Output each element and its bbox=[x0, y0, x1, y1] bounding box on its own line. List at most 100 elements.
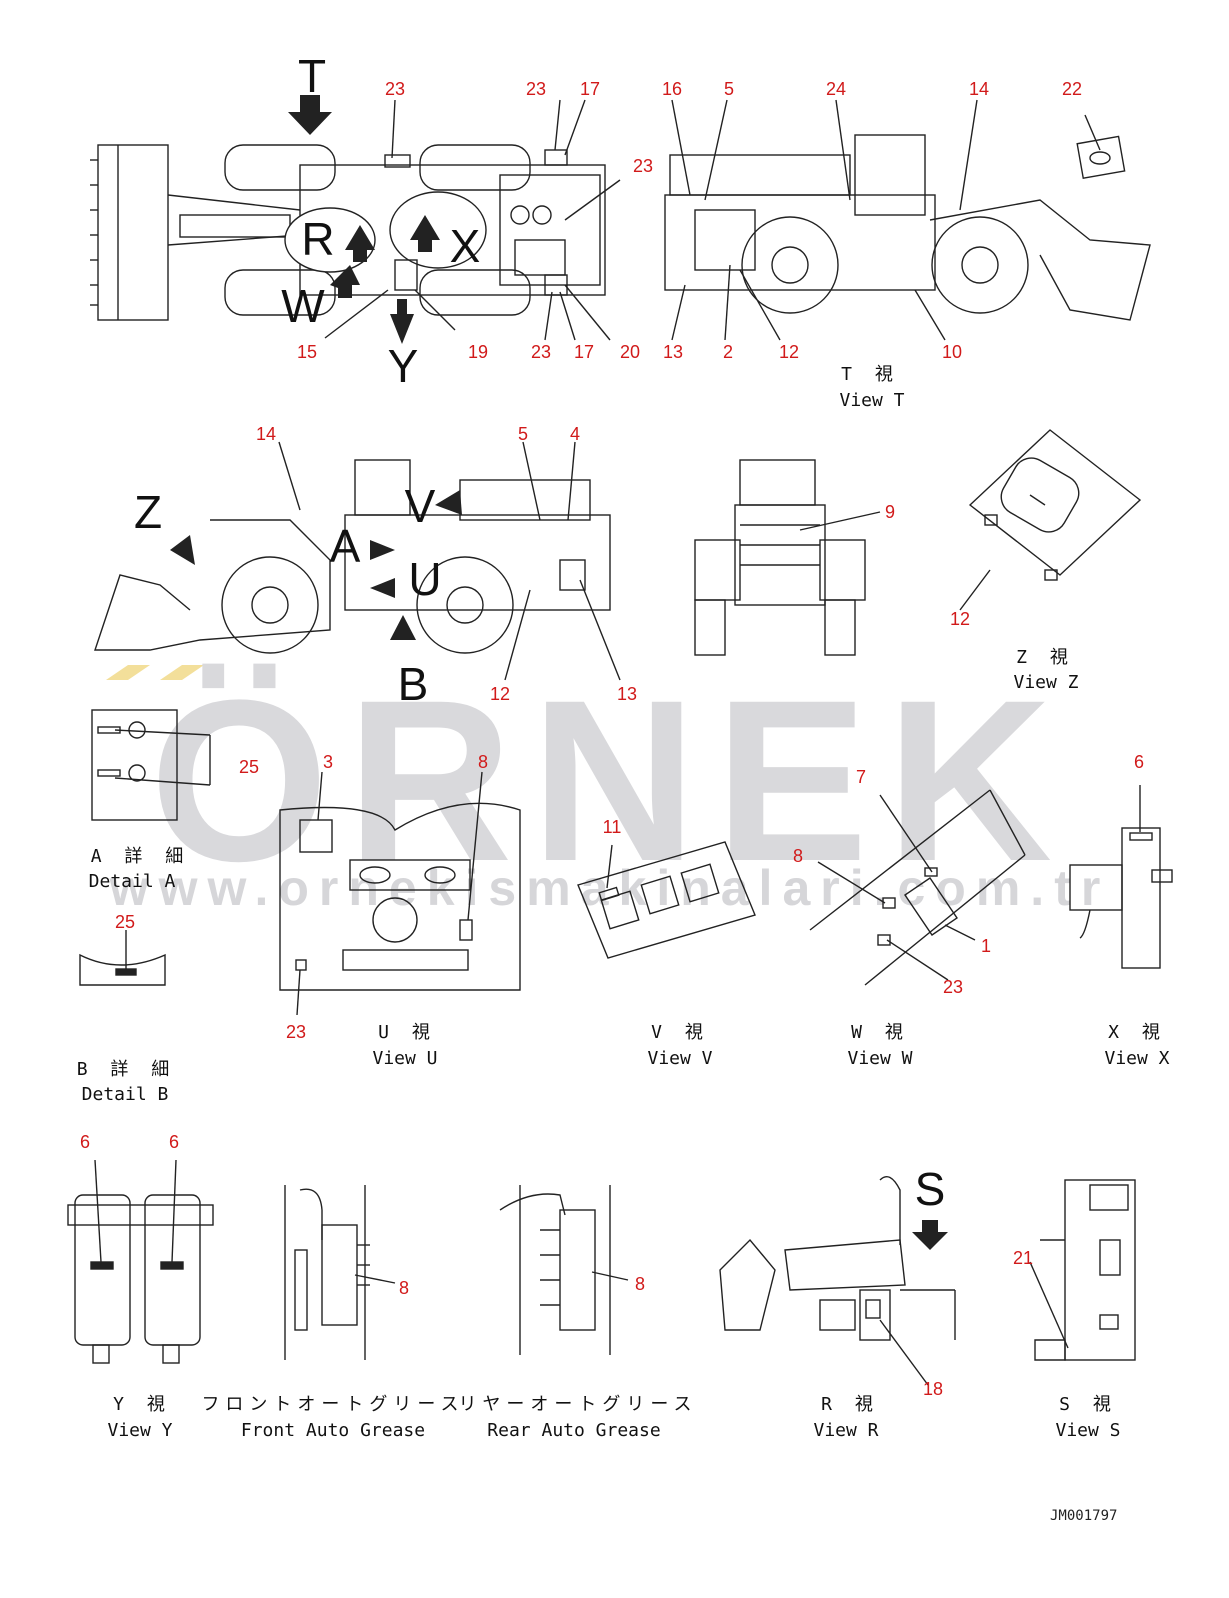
rear-grease-caption-en: Rear Auto Grease bbox=[487, 1420, 660, 1441]
view-letter-r: R bbox=[301, 213, 334, 265]
view-t-callout-24: 24 bbox=[826, 79, 846, 99]
view-w-leaders bbox=[817, 794, 976, 981]
view-z-caption-jp: Z 視 bbox=[1016, 647, 1074, 668]
view-y-caption-jp: Y 視 bbox=[113, 1394, 171, 1415]
view-u-callout-23: 23 bbox=[286, 1022, 306, 1042]
plan-view-drawing bbox=[90, 144, 606, 321]
rear-grease-callout-8: 8 bbox=[635, 1274, 645, 1294]
rear-view-drawing bbox=[694, 459, 866, 656]
rear-view-leader bbox=[799, 511, 881, 531]
view-w-callout-23: 23 bbox=[943, 977, 963, 997]
view-s-caption-jp: S 視 bbox=[1059, 1394, 1117, 1415]
view-letter-b: B bbox=[398, 658, 429, 710]
plan-view-leaders bbox=[324, 99, 621, 341]
view-letter-a: A bbox=[330, 520, 361, 572]
view-s-drawing bbox=[1034, 1179, 1136, 1361]
front-grease-leader bbox=[354, 1274, 396, 1284]
side-callout-12: 12 bbox=[490, 684, 510, 704]
view-z-caption-en: View Z bbox=[1013, 672, 1078, 693]
view-u-callout-3: 3 bbox=[323, 752, 333, 772]
view-x-caption-en: View X bbox=[1104, 1048, 1169, 1069]
side-view-leaders bbox=[278, 441, 621, 681]
view-r-leader bbox=[879, 1319, 929, 1386]
callout-17-a: 17 bbox=[580, 79, 600, 99]
view-s-callout-21: 21 bbox=[1013, 1248, 1033, 1268]
view-y-callout-6-a: 6 bbox=[80, 1132, 90, 1152]
view-x-callout-6: 6 bbox=[1134, 752, 1144, 772]
watermark: ÖRNEK www.ornekismakinalari.com.tr bbox=[106, 652, 1111, 916]
view-v-drawing bbox=[577, 841, 756, 959]
view-u-caption-jp: U 視 bbox=[378, 1022, 436, 1043]
view-t-caption-en: View T bbox=[839, 390, 904, 411]
rear-grease-caption-jp: リヤーオートグリース bbox=[458, 1394, 697, 1415]
view-v-leader bbox=[606, 844, 613, 889]
view-v-callout-11: 11 bbox=[603, 817, 622, 837]
view-letter-u: U bbox=[408, 553, 441, 605]
detail-a-caption-en: Detail A bbox=[89, 871, 176, 892]
view-t-callout-22: 22 bbox=[1062, 79, 1082, 99]
view-t-callout-2: 2 bbox=[723, 342, 733, 362]
view-t-caption-jp: T 視 bbox=[841, 364, 899, 385]
view-z-drawing bbox=[968, 429, 1142, 581]
view-t-leaders bbox=[671, 99, 1101, 341]
callout-15: 15 bbox=[297, 342, 317, 362]
view-z-callout-12: 12 bbox=[950, 609, 970, 629]
view-letter-w: W bbox=[281, 280, 325, 332]
front-grease-caption-en: Front Auto Grease bbox=[241, 1420, 425, 1441]
callout-20: 20 bbox=[620, 342, 640, 362]
view-v-caption-jp: V 視 bbox=[651, 1022, 709, 1043]
view-t-callout-14: 14 bbox=[969, 79, 989, 99]
rear-callout-9: 9 bbox=[885, 502, 895, 522]
front-grease-caption-jp: フロントオートグリース bbox=[201, 1394, 464, 1415]
view-t-callout-10: 10 bbox=[942, 342, 962, 362]
view-y-callout-6-b: 6 bbox=[169, 1132, 179, 1152]
view-s-leader bbox=[1029, 1261, 1069, 1349]
callout-23-c: 23 bbox=[633, 156, 653, 176]
callout-23-d: 23 bbox=[531, 342, 551, 362]
callout-23-b: 23 bbox=[526, 79, 546, 99]
side-callout-13: 13 bbox=[617, 684, 637, 704]
view-w-drawing bbox=[809, 789, 1026, 986]
view-r-caption-jp: R 視 bbox=[821, 1394, 879, 1415]
view-w-callout-7: 7 bbox=[856, 767, 866, 787]
view-u-leaders bbox=[296, 771, 483, 1016]
front-grease-callout-8: 8 bbox=[399, 1278, 409, 1298]
detail-a-callout-25: 25 bbox=[239, 757, 259, 777]
side-callout-4: 4 bbox=[570, 424, 580, 444]
side-callout-5: 5 bbox=[518, 424, 528, 444]
view-w-caption-jp: W 視 bbox=[851, 1022, 909, 1043]
detail-b-caption-en: Detail B bbox=[82, 1084, 169, 1105]
view-r-arrow bbox=[912, 1220, 948, 1250]
side-view-arrows bbox=[170, 490, 462, 640]
view-letter-t: T bbox=[298, 50, 326, 102]
detail-b-caption-jp: B 詳 細 bbox=[77, 1059, 176, 1080]
view-letter-y: Y bbox=[388, 340, 419, 392]
view-t-callout-5: 5 bbox=[724, 79, 734, 99]
view-t-callout-13: 13 bbox=[663, 342, 683, 362]
view-w-callout-8: 8 bbox=[793, 846, 803, 866]
view-r-caption-en: View R bbox=[813, 1420, 878, 1441]
document-id: JM001797 bbox=[1050, 1508, 1117, 1524]
view-v-caption-en: View V bbox=[647, 1048, 712, 1069]
view-w-caption-en: View W bbox=[847, 1048, 912, 1069]
view-z-leader bbox=[959, 569, 991, 611]
side-view-drawing bbox=[94, 459, 611, 654]
view-u-drawing bbox=[279, 802, 521, 991]
watermark-brand: ÖRNEK bbox=[150, 652, 1071, 909]
detail-a-drawing bbox=[91, 709, 211, 821]
rear-grease-drawing bbox=[499, 1185, 611, 1355]
view-r-callout-18: 18 bbox=[923, 1379, 943, 1399]
detail-b-callout-25: 25 bbox=[115, 912, 135, 932]
view-t-drawing bbox=[664, 134, 1151, 321]
detail-a-caption-jp: A 詳 細 bbox=[91, 846, 190, 867]
view-x-drawing bbox=[1069, 827, 1173, 969]
view-w-callout-1: 1 bbox=[981, 936, 991, 956]
view-t-callout-12: 12 bbox=[779, 342, 799, 362]
callout-23-a: 23 bbox=[385, 79, 405, 99]
view-u-callout-8: 8 bbox=[478, 752, 488, 772]
view-x-caption-jp: X 視 bbox=[1108, 1022, 1166, 1043]
watermark-url: www.ornekismakinalari.com.tr bbox=[109, 860, 1111, 916]
plan-view-arrows bbox=[288, 95, 440, 344]
view-letter-z: Z bbox=[134, 486, 162, 538]
